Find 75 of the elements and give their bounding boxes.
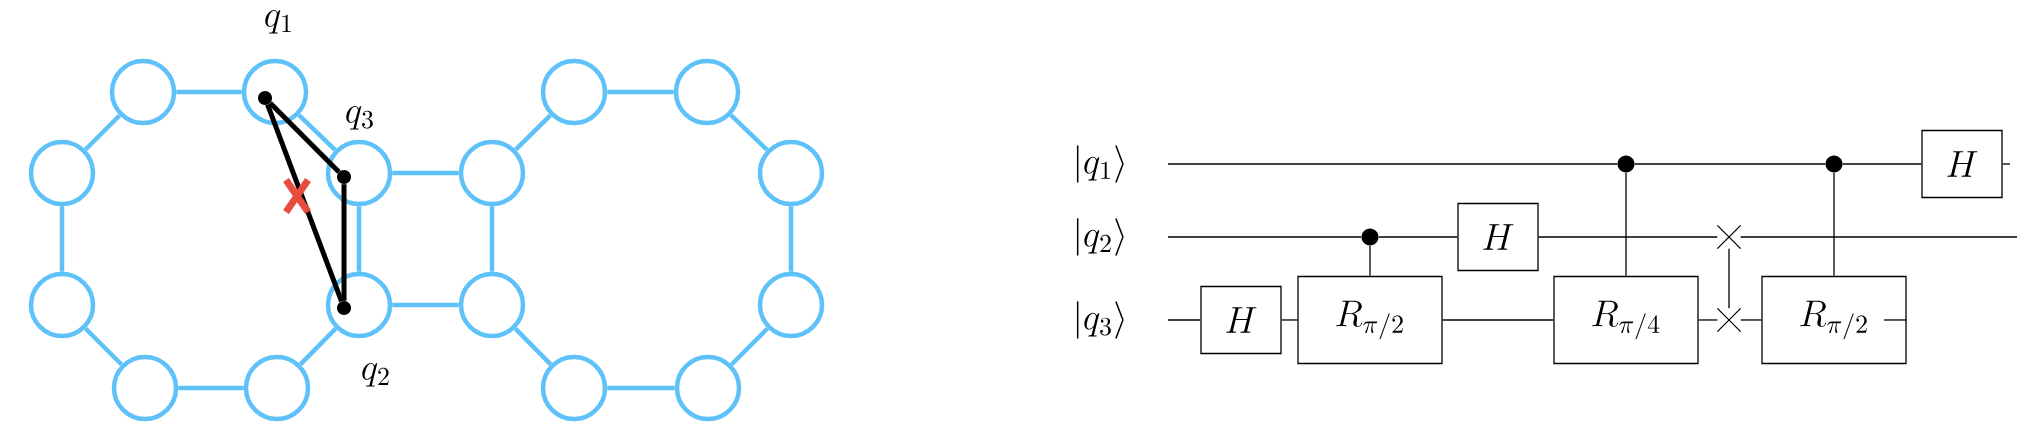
gate-box: $R_{\pi/2}$ — [1297, 275, 1443, 365]
gate-box: $H$ — [1200, 285, 1282, 355]
qubit-circle — [28, 271, 96, 339]
wire — [2002, 163, 2011, 165]
wire — [1842, 163, 1922, 165]
coupling-line — [176, 89, 242, 95]
wire — [1538, 236, 1718, 238]
qubit-circle — [28, 139, 96, 207]
wire — [1442, 319, 1554, 321]
qubit-circle — [325, 271, 393, 339]
wire — [1698, 319, 1718, 321]
wire — [1167, 163, 1618, 165]
control-dot — [1361, 228, 1379, 246]
ket-label: $|q_2\rangle$ — [1076, 218, 1124, 256]
wire — [1634, 163, 1826, 165]
wire — [1740, 236, 2018, 238]
qubit-label: $q_3$ — [346, 105, 373, 130]
coupling-line — [788, 206, 794, 272]
qubit-dot — [258, 91, 272, 105]
coupling-line — [392, 170, 459, 176]
wire — [1378, 236, 1458, 238]
qubit-circle — [674, 354, 742, 422]
coupling-line — [607, 385, 675, 391]
control-dot — [1617, 155, 1635, 173]
coupling-line — [356, 206, 362, 272]
qubit-circle — [325, 139, 393, 207]
ket-label: $|q_1\rangle$ — [1076, 145, 1124, 183]
gate-box: $H$ — [1457, 202, 1539, 272]
gate-box: $H$ — [1921, 129, 2003, 199]
coupling-line — [83, 113, 122, 152]
control-dot — [1825, 155, 1843, 173]
coupling-line — [59, 206, 65, 272]
qubit-circle — [540, 58, 608, 126]
coupling-line — [514, 113, 552, 152]
interaction-line — [265, 103, 344, 303]
wire — [1281, 319, 1298, 321]
qubit-circle — [243, 354, 311, 422]
qubit-dot — [337, 301, 351, 315]
wire — [1883, 319, 1908, 321]
coupling-line — [178, 385, 244, 391]
coupling-line — [729, 113, 769, 152]
qubit-dot — [337, 170, 351, 184]
control-line — [1728, 248, 1730, 309]
swap-cross — [1716, 307, 1742, 333]
coupling-line — [607, 89, 674, 95]
wire — [1167, 236, 1362, 238]
ket-label: $|q_3\rangle$ — [1076, 301, 1124, 339]
qubit-circle — [757, 139, 825, 207]
wire — [1833, 172, 1835, 277]
wire — [1369, 245, 1371, 277]
qubit-circle — [111, 354, 179, 422]
coupling-line — [729, 326, 770, 367]
qubit-circle — [458, 139, 526, 207]
control-line — [1625, 172, 1627, 277]
interaction-line — [268, 101, 341, 174]
coupling-line — [392, 302, 459, 308]
swap-cross — [1716, 224, 1742, 250]
coupling-line — [489, 206, 495, 272]
qubit-label: $q_2$ — [362, 362, 389, 387]
qubit-circle — [540, 354, 608, 422]
coupling-line — [297, 113, 337, 152]
qubit-circle — [757, 271, 825, 339]
coupling-line — [513, 327, 553, 366]
coupling-line — [298, 327, 338, 366]
wire — [1167, 319, 1201, 321]
interaction-line — [341, 184, 347, 301]
gate-box: $R_{\pi/2}$ — [1761, 275, 1907, 365]
gate-box: $R_{\pi/4}$ — [1553, 275, 1699, 365]
qubit-circle — [458, 271, 526, 339]
qubit-label: $q_1$ — [265, 9, 291, 34]
wire — [1740, 319, 1762, 321]
coupling-line — [83, 326, 124, 367]
qubit-circle — [673, 58, 741, 126]
qubit-circle — [109, 58, 177, 126]
qubit-circle — [241, 58, 309, 126]
